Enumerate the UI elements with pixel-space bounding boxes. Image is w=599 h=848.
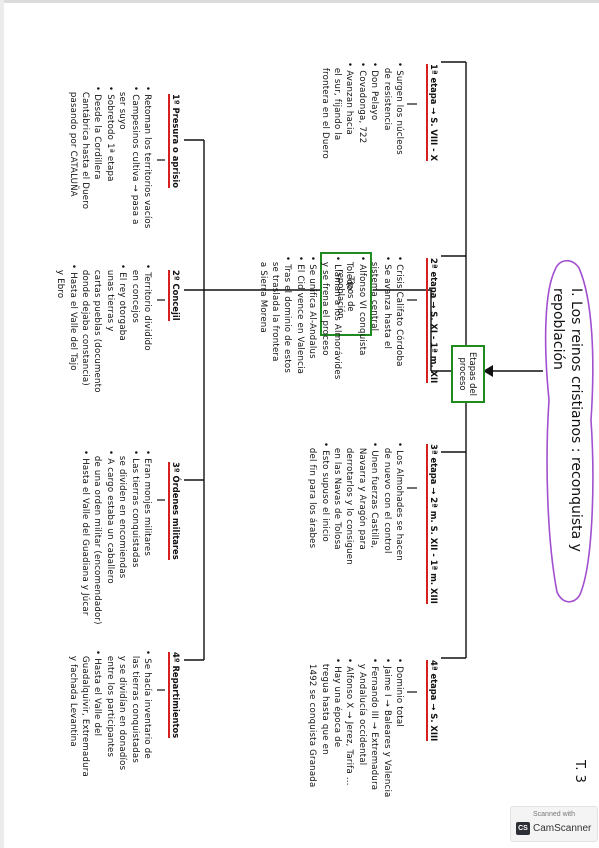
etapa-4-heading: 4ª etapa → S. XIII [426,660,439,742]
etapa-2-items: • Crisis Califato Córdoba • Se avanza ha… [257,256,404,380]
scan-edge [0,0,599,3]
tipo-3-items: • Eran monjes militares • Las tierras co… [79,450,152,625]
etapa-2-heading: 2ª etapa → S. XI - 1ª m. XII [426,258,439,384]
title-cloud [544,259,594,603]
camscanner-badge: Scanned with CS CamScanner [510,806,598,842]
etapa-3-items: • Los Almohades se hacen de nuevo con el… [307,442,404,565]
tipo-4-heading: 4º Repartimientos [168,652,181,739]
camscanner-name: CamScanner [533,823,592,834]
tipo-1-heading-text: 1º Presura o aprisio [168,94,181,188]
etapa-2-heading-text: 2ª etapa → S. XI - 1ª m. XII [426,258,439,384]
etapa-1-heading: 1ª etapa → S. VIII - X [426,64,439,162]
etapas-box-label: Etapas del proceso [458,352,479,396]
tipo-2-heading-text: 2º Concejil [168,270,181,321]
tipo-1-heading: 1º Presura o aprisio [168,94,181,188]
page-title: I. Los reinos cristianos : reconquista y… [550,288,584,552]
topic-number: T. 3 [572,760,587,783]
tipo-1-items: • Retoman los territorios vacíos • Campe… [67,86,152,229]
tipo-2-items: • Territorio dividido en concejos • El r… [55,264,152,393]
etapa-4-items: • Dominio total • Jaime I → Baleares y V… [307,658,404,798]
etapa-3-heading: 3ª etapa → 2ª m. S. XII - 1ª m. XIII [426,444,439,604]
tipo-3-heading-text: 3º Órdenes militares [168,462,181,560]
scanned-with-label: Scanned with [532,811,576,818]
etapa-4-heading-text: 4ª etapa → S. XIII [426,660,439,742]
etapa-1-heading-text: 1ª etapa → S. VIII - X [426,64,439,162]
camscanner-logo-icon: CS [516,822,530,835]
arrow-head [483,365,493,377]
etapa-3-heading-text: 3ª etapa → 2ª m. S. XII - 1ª m. XIII [426,444,439,604]
etapa-1-items: • Surgen los núcleos de resistencia • Do… [319,62,404,159]
tipo-4-items: • Se hacía inventario de las tierras con… [67,650,152,777]
tipo-3-heading: 3º Órdenes militares [168,462,181,560]
tipo-4-heading-text: 4º Repartimientos [168,652,181,739]
scan-edge-left [0,0,4,848]
tipo-2-heading: 2º Concejil [168,270,181,321]
etapas-box: Etapas del proceso [451,345,485,403]
